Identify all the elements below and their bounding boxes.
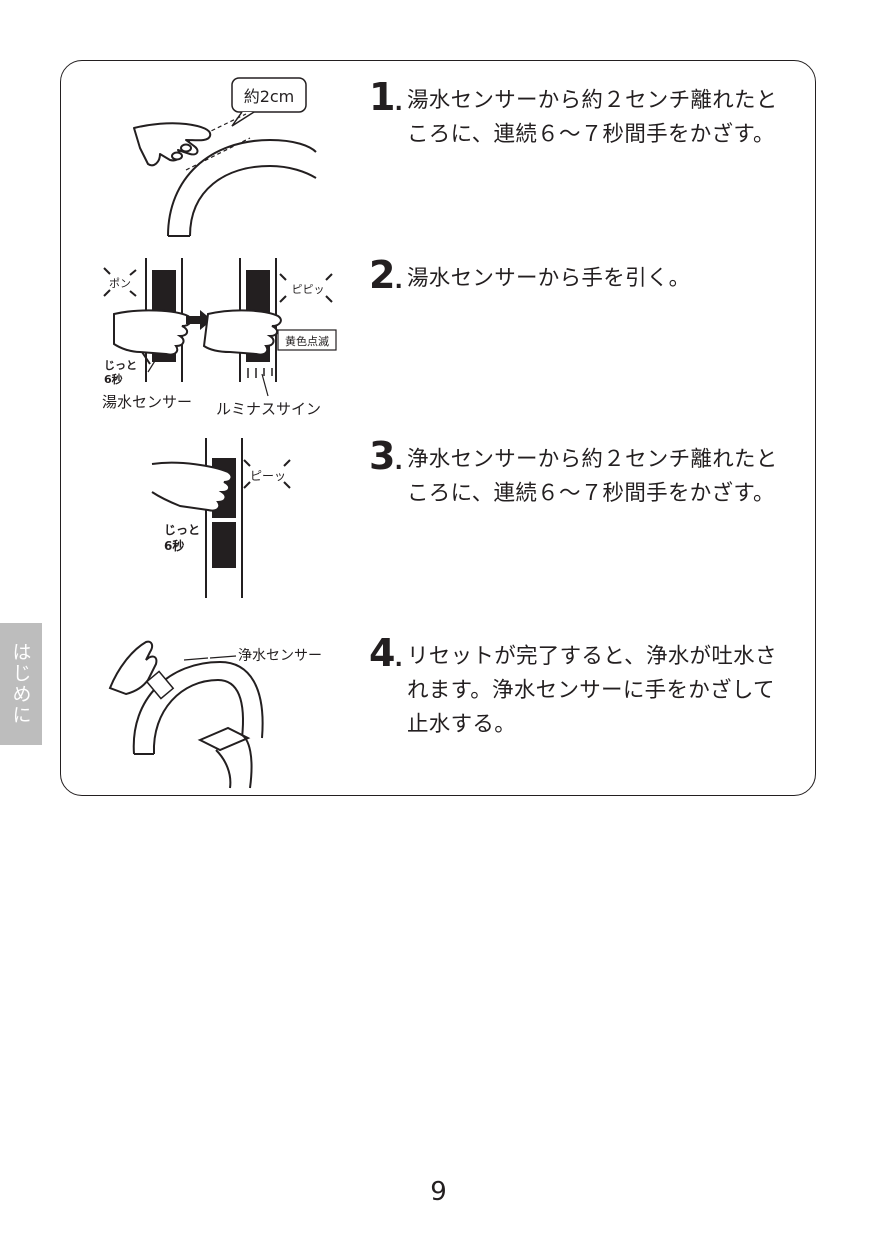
distance-callout: 約2cm xyxy=(231,77,307,127)
section-tab-label: はじめに xyxy=(9,642,32,726)
hold-seconds-label: 6秒 xyxy=(164,538,184,553)
sound-burst-icon xyxy=(243,459,291,489)
step-line: リセットが完了すると、浄水が吐水さ xyxy=(407,644,777,669)
hold-label: じっと xyxy=(164,523,200,537)
step-4: 4. リセットが完了すると、浄水が吐水さ れます。浄水センサーに手をかざして 止… xyxy=(369,634,809,742)
hold-seconds-label: 6秒 xyxy=(104,372,123,386)
handle-lever xyxy=(197,726,251,752)
sensor-column xyxy=(205,438,243,598)
step-line: れます。浄水センサーに手をかざして xyxy=(407,678,775,703)
hold-label: じっと xyxy=(104,359,137,372)
step-text: 湯水センサーから約２センチ離れたと ころに、連続６～７秒間手をかざす。 xyxy=(407,84,809,152)
step-number: 2. xyxy=(369,253,403,297)
hand-icon xyxy=(133,122,212,167)
instruction-panel xyxy=(60,60,816,796)
body-line xyxy=(239,733,253,789)
step-line: 止水する。 xyxy=(407,712,517,737)
step-number: 1. xyxy=(369,75,403,119)
step-1: 1. 湯水センサーから約２センチ離れたと ころに、連続６～７秒間手をかざす。 xyxy=(369,78,809,152)
step-line: 湯水センサーから約２センチ離れたと xyxy=(407,88,778,113)
illustration-step-2: ポン ピピッ 黄色点滅 じっと 6秒 湯水センサー ルミナスサイン xyxy=(102,258,337,418)
step-number: 4. xyxy=(369,631,403,675)
faucet-arc xyxy=(132,660,264,755)
blink-label: 黄色点滅 xyxy=(285,334,329,348)
illustration-step-1: 約2cm xyxy=(133,77,317,237)
luminous-glow-icon xyxy=(239,368,273,378)
step-text: 浄水センサーから約２センチ離れたと ころに、連続６～７秒間手をかざす。 xyxy=(407,443,809,511)
illustration-step-3: ピーッ じっと 6秒 xyxy=(151,438,291,598)
hand-icon xyxy=(113,309,192,365)
hand-icon xyxy=(108,640,158,696)
step-line: 湯水センサーから手を引く。 xyxy=(407,266,691,291)
sound-pon-label: ポン xyxy=(109,277,131,290)
step-line: ころに、連続６～７秒間手をかざす。 xyxy=(407,481,775,506)
sound-burst-icon xyxy=(103,267,137,297)
sound-burst-icon xyxy=(279,273,333,303)
sound-beep-label: ピーッ xyxy=(250,469,286,483)
step-text: 湯水センサーから手を引く。 xyxy=(407,262,809,296)
pure-sensor-label: 浄水センサー xyxy=(238,648,322,664)
page-number: 9 xyxy=(430,1177,447,1207)
step-text: リセットが完了すると、浄水が吐水さ れます。浄水センサーに手をかざして 止水する… xyxy=(407,640,809,742)
sensor-window xyxy=(145,670,175,700)
arrow-right-icon xyxy=(186,310,212,330)
luminous-sign-label: ルミナスサイン xyxy=(216,400,321,418)
section-tab: はじめに xyxy=(0,623,42,745)
step-3: 3. 浄水センサーから約２センチ離れたと ころに、連続６～７秒間手をかざす。 xyxy=(369,437,809,511)
faucet-arc-inner xyxy=(189,164,317,237)
illustration-step-4: 浄水センサー xyxy=(108,640,322,789)
faucet-arc-inner xyxy=(152,678,244,755)
step-line: ころに、連続６～７秒間手をかざす。 xyxy=(407,122,775,147)
sound-pipi-label: ピピッ xyxy=(292,283,325,296)
step-line: 浄水センサーから約２センチ離れたと xyxy=(407,447,778,472)
hand-icon xyxy=(202,309,282,356)
blink-callout xyxy=(277,329,337,351)
hand-icon xyxy=(151,461,233,512)
step-2: 2. 湯水センサーから手を引く。 xyxy=(369,256,809,296)
hot-sensor-label: 湯水センサー xyxy=(102,393,192,411)
step-number: 3. xyxy=(369,434,403,478)
distance-label: 約2cm xyxy=(244,87,295,106)
faucet-arc xyxy=(167,138,317,237)
